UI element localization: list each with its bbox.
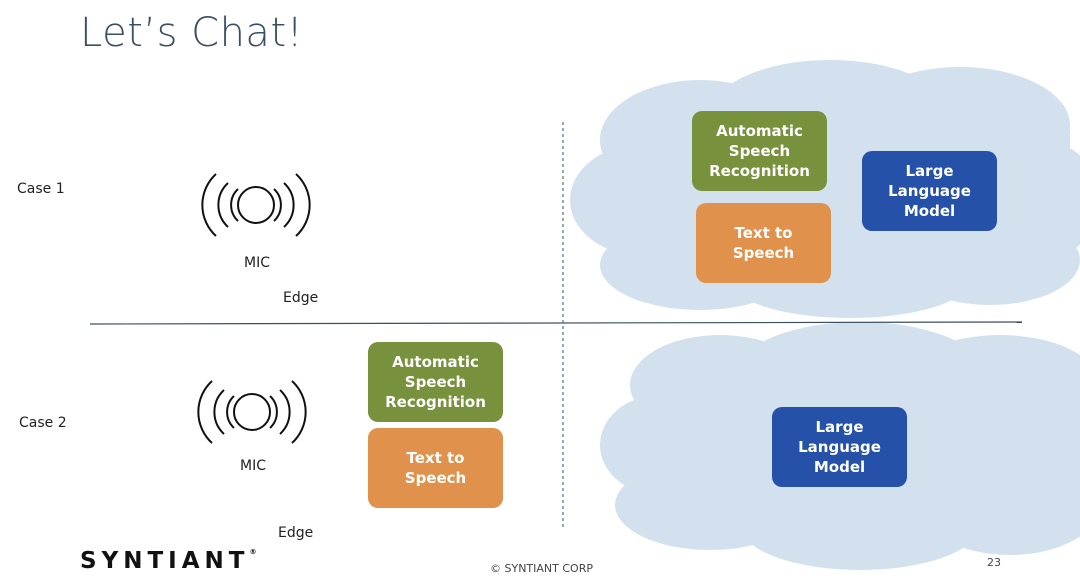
case1-edge-label: Edge (283, 290, 319, 306)
slide-title: Let’s Chat! (80, 10, 304, 56)
copyright-text: © SYNTIANT CORP (490, 562, 593, 575)
page-number: 23 (987, 556, 1001, 569)
case1-asr-box: Automatic Speech Recognition (692, 111, 827, 191)
case2-asr-box: Automatic Speech Recognition (368, 342, 503, 422)
case1-label: Case 1 (17, 181, 65, 197)
case2-edge-label: Edge (278, 525, 314, 541)
logo-text: SYNTIANT (80, 548, 250, 574)
case1-mic-label: MIC (244, 255, 270, 271)
case2-mic-label: MIC (240, 458, 266, 474)
case1-tts-box: Text to Speech (696, 203, 831, 283)
case2-label: Case 2 (19, 415, 67, 431)
case2-tts-box: Text to Speech (368, 428, 503, 508)
mic-icon (201, 173, 311, 237)
syntiant-logo: SYNTIANT® (80, 548, 256, 574)
horizontal-divider (89, 321, 1023, 325)
case1-llm-box: Large Language Model (862, 151, 997, 231)
mic-icon (197, 380, 307, 444)
logo-registered-mark: ® (249, 548, 257, 556)
case2-llm-box: Large Language Model (772, 407, 907, 487)
